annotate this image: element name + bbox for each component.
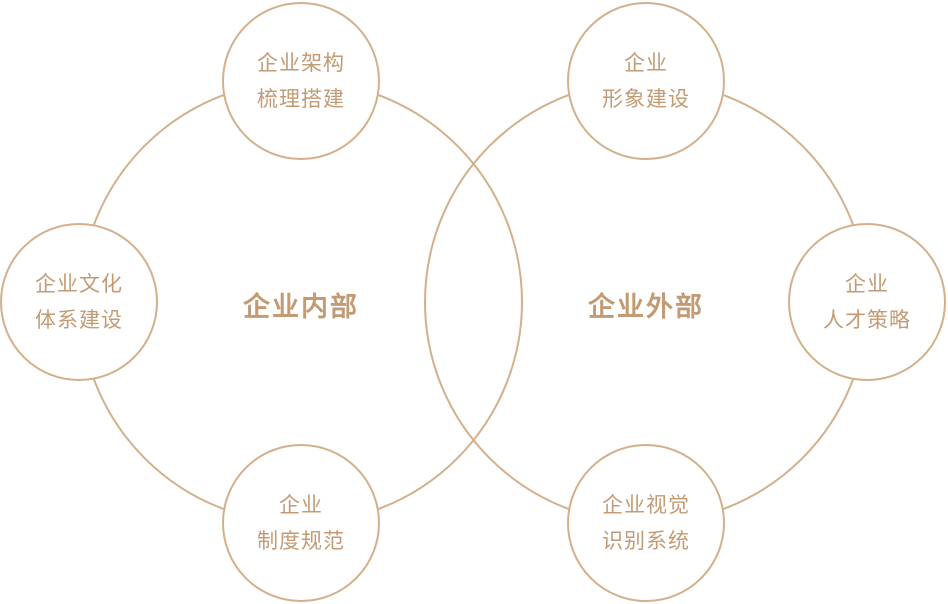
node-visual-identity-line1: 企业视觉 [602,493,690,517]
external-title: 企业外部 [588,292,704,323]
node-image-building-line2: 形象建设 [602,87,690,111]
node-culture-system-line1: 企业文化 [35,272,123,296]
node-visual-identity: 企业视觉 识别系统 [567,444,725,602]
node-org-structure-line1: 企业架构 [257,51,345,75]
node-institution-norms: 企业 制度规范 [222,444,380,602]
node-talent-strategy: 企业 人才策略 [788,223,946,381]
node-culture-system-line2: 体系建设 [35,308,123,332]
node-visual-identity-line2: 识别系统 [602,529,690,553]
node-org-structure: 企业架构 梳理搭建 [222,2,380,160]
node-talent-strategy-line1: 企业 [845,272,889,296]
node-image-building-line1: 企业 [624,51,668,75]
node-image-building: 企业 形象建设 [567,2,725,160]
node-institution-norms-line2: 制度规范 [257,529,345,553]
node-institution-norms-line1: 企业 [279,493,323,517]
internal-title: 企业内部 [243,292,359,323]
node-culture-system: 企业文化 体系建设 [0,223,158,381]
node-talent-strategy-line2: 人才策略 [823,308,911,332]
node-org-structure-line2: 梳理搭建 [257,87,345,111]
